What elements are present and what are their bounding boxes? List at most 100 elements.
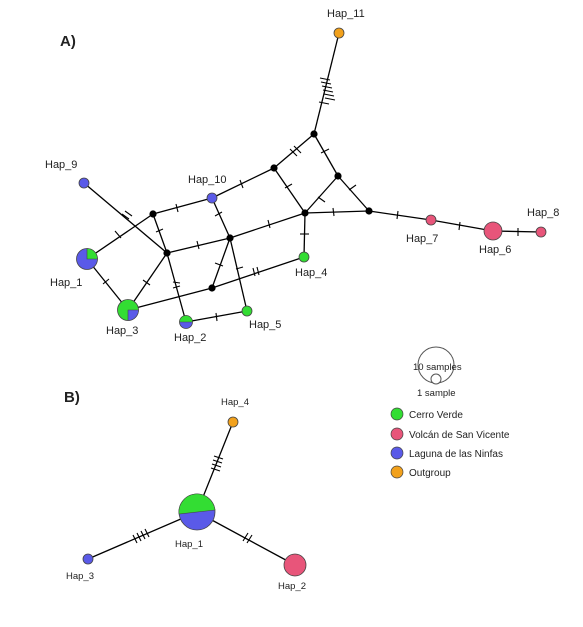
hap-1-node [76,248,98,270]
median-vector-node [208,284,216,292]
mutation-tick [140,530,146,540]
panel-a-mutation-ticks [102,77,519,322]
panel-a-edges [83,32,542,323]
b-hap-3-label: Hap_3 [66,571,94,582]
mutation-tick [124,210,133,217]
panel-b-haplotype-labels: Hap_4 Hap_1 Hap_3 Hap_2 [66,397,306,592]
mutation-tick [121,213,130,220]
edge [152,213,168,254]
mutation-tick [211,463,222,468]
mutation-tick [293,145,302,154]
mutation-tick [212,459,223,464]
panel-b: B) Hap_4 [64,389,307,592]
mutation-tick [142,279,151,286]
legend-label-cerro-verde: Cerro Verde [409,410,463,421]
edge [196,511,296,566]
size-legend: 10 samples 1 sample [413,346,462,399]
hap-3-label: Hap_3 [106,325,138,337]
b-hap-4-node [227,416,239,428]
edge [87,511,198,560]
hap-10-label: Hap_10 [188,174,227,186]
hap-5-node [241,305,253,317]
panel-b-haplotype-nodes [82,416,307,577]
hap-9-node [78,177,90,189]
hap-11-label: Hap_11 [327,8,365,20]
mutation-tick [322,89,334,93]
mutation-tick [321,85,333,89]
median-vector-node [365,207,373,215]
mutation-tick [102,278,110,285]
mutation-tick [132,534,138,544]
edge [273,167,306,214]
b-hap-3-node [82,553,94,565]
mutation-tick [320,148,330,154]
mutation-tick [196,240,200,250]
size-legend-small-circle [430,373,442,385]
hap-8-node [535,226,547,238]
b-hap-2-node [283,553,307,577]
hap-4-node [298,251,310,263]
mutation-tick [319,77,331,81]
b-hap-1-label: Hap_1 [175,539,203,550]
hap-4-label: Hap_4 [295,267,327,279]
edge [337,175,370,212]
size-legend-large-label: 10 samples [413,362,462,373]
hap-9-label: Hap_9 [45,159,77,171]
color-legend: Cerro Verde Volcán de San Vicente Laguna… [390,407,510,479]
edge [211,167,275,199]
edge [211,237,231,289]
b-hap-2-label: Hap_2 [278,581,306,592]
edge [83,182,168,254]
mutation-tick [246,534,253,544]
median-vector-node [226,234,234,242]
edge [303,212,306,258]
edge [304,175,339,214]
mutation-tick [256,266,260,276]
legend-swatch-laguna [390,446,404,460]
edge [273,133,315,169]
mutation-tick [175,203,179,213]
hap-6-label: Hap_6 [479,244,511,256]
hap-1-label: Hap_1 [50,277,82,289]
mutation-tick [114,230,122,239]
edge [430,219,494,232]
hap-10-node [206,192,218,204]
median-vector-node [163,249,171,257]
mutation-tick [155,228,164,233]
hap-3-node [117,299,139,321]
mutation-tick [318,101,330,105]
median-vector-node [301,209,309,217]
mutation-tick [284,183,293,189]
mutation-tick [136,532,142,542]
panel-a: A) [45,8,559,344]
mutation-tick [320,81,332,85]
mutation-tick [458,221,461,231]
edge [86,258,129,311]
mutation-tick [323,93,335,97]
edge [229,237,248,312]
panel-a-median-vectors [149,130,373,292]
legend-swatch-cerro-verde [390,407,404,421]
legend-swatch-outgroup [390,465,404,479]
hap-11-node [333,27,345,39]
median-vector-node [270,164,278,172]
edge [127,287,213,311]
hap-5-label: Hap_5 [249,319,281,331]
legend-label-laguna: Laguna de las Ninfas [409,449,503,460]
edge [152,197,213,215]
panel-b-mutation-ticks [132,455,253,544]
mutation-tick [317,196,326,203]
mutation-tick [210,467,221,472]
mutation-tick [213,455,224,460]
mutation-tick [215,312,218,322]
panel-b-label: B) [64,389,80,406]
legend-label-outgroup: Outgroup [409,468,451,479]
panel-a-label: A) [60,33,76,50]
mutation-tick [172,281,181,284]
mutation-tick [252,267,256,277]
mutation-tick [396,210,399,220]
b-hap-4-label: Hap_4 [221,397,249,408]
edge [211,197,231,239]
mutation-tick [214,262,224,267]
mutation-tick [172,285,181,289]
